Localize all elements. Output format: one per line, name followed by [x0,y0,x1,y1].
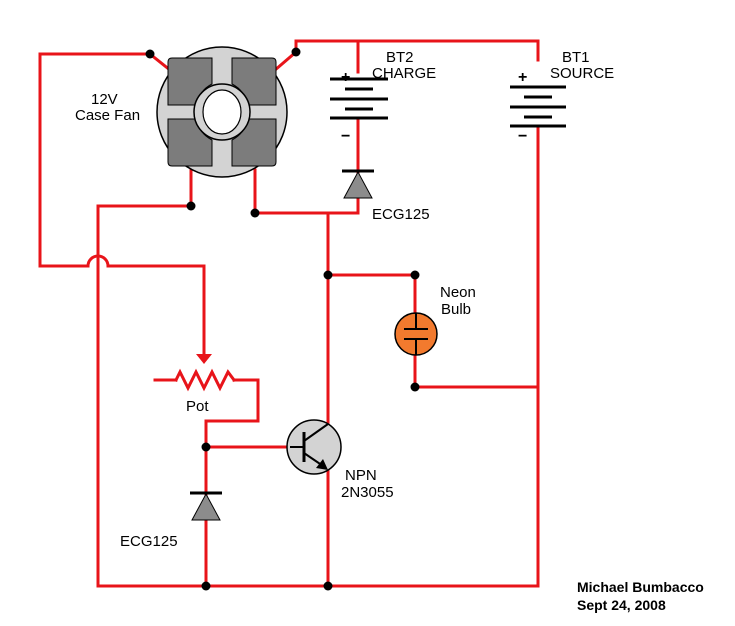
junctions [145,47,420,591]
transistor-label-part: 2N3055 [341,484,394,501]
credit-author: Michael Bumbacco [577,579,704,595]
neon-bulb-icon [394,312,438,356]
wire-neon-bottom [413,354,540,389]
wires [38,39,540,588]
wire-left-loop [38,52,152,268]
diode-top [342,169,374,199]
fan-label-voltage: 12V [91,91,118,108]
diode-top-label: ECG125 [372,206,430,223]
wire-neon-top [326,273,417,314]
bt1-plus-sign: + [518,69,527,86]
fan-label-name: Case Fan [75,107,140,124]
credit-date: Sept 24, 2008 [577,597,666,613]
bt2-plus-sign: + [341,69,350,86]
bt1-label-id: BT1 [562,49,590,66]
wire-outer-loop [96,204,540,588]
bt2-label-id: BT2 [386,49,414,66]
wire-to-pot-wiper [106,264,206,356]
bt2-label-role: CHARGE [372,65,436,82]
battery-bt1 [510,85,566,128]
wire-fan-br [253,168,360,215]
diode-bottom [190,491,222,521]
battery-bt2 [330,77,388,120]
bt2-minus-sign: − [341,128,350,145]
transistor-label-type: NPN [345,467,377,484]
pot-label: Pot [186,398,209,415]
potentiometer-icon [173,354,237,392]
bt1-minus-sign: − [518,128,527,145]
diode-bottom-label: ECG125 [120,533,178,550]
fan-icon [156,46,288,178]
npn-transistor-icon [286,419,342,475]
neon-label-line1: Neon [440,284,476,301]
bt1-label-role: SOURCE [550,65,614,82]
wire-pot-right [204,378,260,449]
wire-top-rail [294,39,540,62]
neon-label-line2: Bulb [441,301,471,318]
